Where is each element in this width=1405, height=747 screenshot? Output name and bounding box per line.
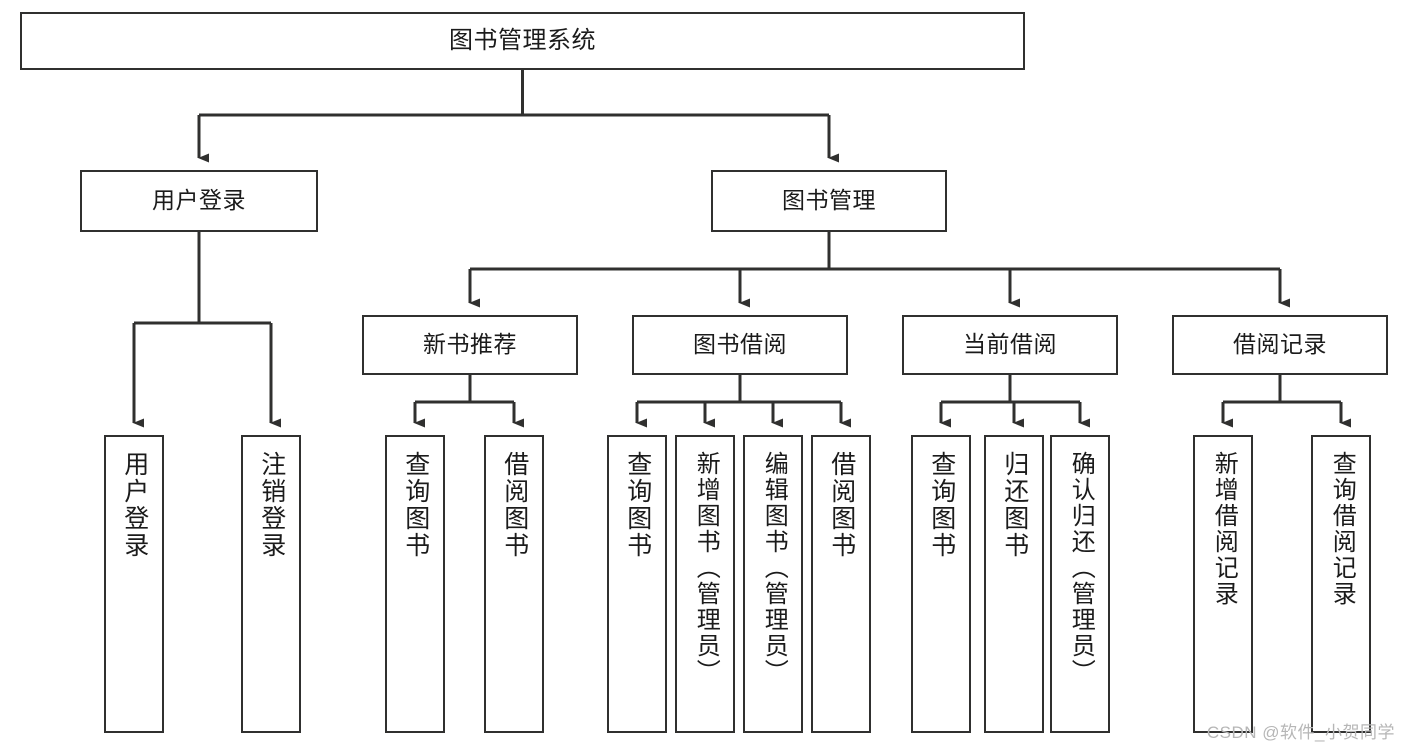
node-leaf-user-login[interactable]: 用户登录 [104, 435, 164, 733]
node-leaf-return[interactable]: 归还图书 [984, 435, 1044, 733]
node-label: 图书管理 [782, 187, 876, 214]
node-label: 确认归还（管理员） [1067, 451, 1095, 685]
node-leaf-add-book[interactable]: 新增图书（管理员） [675, 435, 735, 733]
node-label: 用户登录 [120, 451, 149, 559]
node-label: 图书管理系统 [449, 26, 596, 54]
node-label: 用户登录 [152, 187, 246, 214]
node-leaf-query-1[interactable]: 查询图书 [385, 435, 445, 733]
node-leaf-borrow-1[interactable]: 借阅图书 [484, 435, 544, 733]
node-leaf-edit-book[interactable]: 编辑图书（管理员） [743, 435, 803, 733]
node-label: 新书推荐 [423, 331, 517, 358]
node-leaf-logout[interactable]: 注销登录 [241, 435, 301, 733]
node-user-login[interactable]: 用户登录 [80, 170, 318, 232]
node-leaf-query-rec[interactable]: 查询借阅记录 [1311, 435, 1371, 733]
node-label: 查询借阅记录 [1328, 451, 1356, 607]
node-book-borrow[interactable]: 图书借阅 [632, 315, 848, 375]
node-label: 借阅记录 [1233, 331, 1327, 358]
node-label: 图书借阅 [693, 331, 787, 358]
node-label: 借阅图书 [827, 451, 856, 559]
node-label: 注销登录 [257, 451, 286, 559]
node-new-book-rec[interactable]: 新书推荐 [362, 315, 578, 375]
node-current-borrow[interactable]: 当前借阅 [902, 315, 1118, 375]
node-label: 当前借阅 [963, 331, 1057, 358]
node-leaf-query-2[interactable]: 查询图书 [607, 435, 667, 733]
node-label: 查询图书 [927, 451, 956, 559]
node-leaf-query-3[interactable]: 查询图书 [911, 435, 971, 733]
node-book-manage[interactable]: 图书管理 [711, 170, 947, 232]
node-label: 新增借阅记录 [1210, 451, 1238, 607]
node-label: 归还图书 [1000, 451, 1029, 559]
node-borrow-record[interactable]: 借阅记录 [1172, 315, 1388, 375]
csdn-watermark: CSDN @软件_小贺同学 [1206, 723, 1395, 742]
node-root[interactable]: 图书管理系统 [20, 12, 1025, 70]
node-leaf-confirm[interactable]: 确认归还（管理员） [1050, 435, 1110, 733]
node-label: 借阅图书 [500, 451, 529, 559]
node-leaf-add-rec[interactable]: 新增借阅记录 [1193, 435, 1253, 733]
node-label: 新增图书（管理员） [692, 451, 720, 685]
node-leaf-borrow-2[interactable]: 借阅图书 [811, 435, 871, 733]
node-label: 编辑图书（管理员） [760, 451, 788, 685]
node-label: 查询图书 [401, 451, 430, 559]
node-label: 查询图书 [623, 451, 652, 559]
